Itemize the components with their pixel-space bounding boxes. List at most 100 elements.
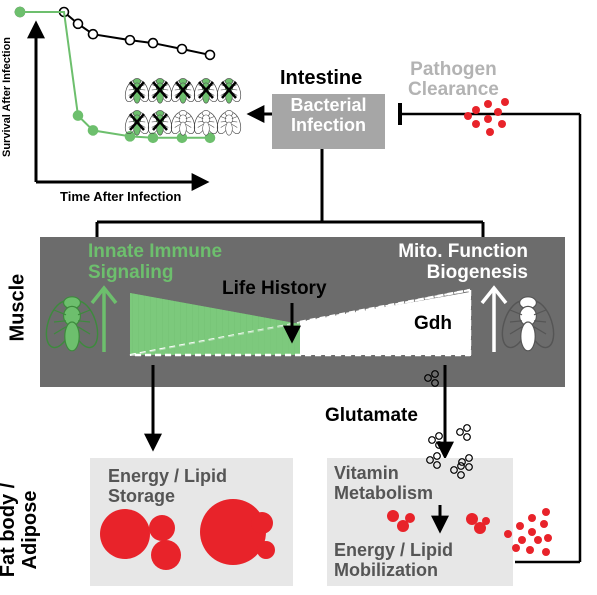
glutamate-molecule — [465, 454, 473, 462]
muscle-label: Muscle — [6, 273, 29, 342]
cross-mark-icon — [198, 81, 214, 99]
fly-leg — [208, 116, 215, 119]
series-point — [176, 43, 188, 55]
fly-body — [216, 110, 242, 136]
cross-mark-icon — [129, 113, 145, 131]
fly-grid — [124, 78, 242, 136]
glutamate-molecule — [450, 466, 458, 474]
series-point — [204, 132, 216, 144]
bacterium — [518, 536, 526, 544]
fly-leg — [220, 116, 227, 119]
glutamate-molecule-icon — [424, 370, 473, 479]
series-point — [124, 34, 136, 46]
fly-leg — [208, 89, 215, 91]
overlap-fill — [130, 322, 300, 355]
fly-body — [501, 296, 555, 352]
fly-leg — [139, 89, 146, 91]
fly-abdomen — [179, 121, 187, 136]
fly-leg — [185, 121, 192, 123]
fly-leg — [208, 121, 215, 123]
fly-icon — [45, 296, 99, 352]
fly-leg — [77, 320, 91, 323]
series-point — [87, 125, 99, 136]
bacterium — [484, 115, 492, 123]
fly-leg — [162, 121, 169, 123]
series-point — [124, 131, 136, 142]
fly-leg — [162, 89, 169, 91]
glutamate-molecule — [424, 374, 432, 382]
fly-leg — [231, 116, 238, 119]
small-lipid-cluster — [387, 510, 490, 534]
survival-series — [14, 6, 216, 144]
bacterium — [484, 100, 492, 108]
lipid-droplet-icon — [100, 499, 275, 570]
fat-body-label: Fat body / Adipose — [0, 483, 41, 578]
bacterium — [544, 534, 552, 542]
fly-leg — [151, 89, 158, 91]
bacterium — [512, 544, 520, 552]
life-history-label: Life History — [222, 278, 327, 299]
green-up-arrow — [90, 285, 118, 352]
pathogen-clearance-label: Pathogen Clearance — [408, 59, 499, 100]
fly-leg — [231, 89, 238, 91]
fly-abdomen — [202, 121, 210, 136]
bacterium — [542, 508, 550, 516]
vitamin-metabolism-label: Vitamin Metabolism — [334, 463, 434, 503]
bacterium — [542, 548, 550, 556]
fly-leg — [174, 116, 181, 119]
glutamate-molecule — [463, 424, 471, 432]
glutamate-molecule — [431, 379, 439, 387]
fly-leg — [533, 326, 547, 335]
bacterium — [494, 108, 502, 116]
fly-leg — [197, 116, 204, 119]
glutamate-molecule — [431, 370, 439, 378]
triangle-dashed-hyp — [299, 288, 471, 324]
fly-leg — [533, 320, 547, 323]
energy-mobilization-label: Energy / Lipid Mobilization — [334, 540, 454, 580]
fly-leg — [220, 121, 227, 123]
glutamate-molecule — [433, 452, 441, 460]
fly-leg — [509, 326, 523, 335]
white-up-arrow — [480, 285, 508, 352]
fly-leg — [174, 121, 181, 123]
fly-abdomen — [64, 321, 80, 352]
fly-leg — [220, 123, 227, 128]
fly-abdomen — [520, 321, 536, 352]
fly-leg — [77, 309, 91, 316]
glutamate-molecule — [458, 458, 466, 466]
fly-leg — [128, 89, 135, 91]
glutamate-molecule — [435, 441, 443, 449]
fly-icon — [170, 78, 196, 104]
fly-leg — [53, 320, 67, 323]
intestine-label: Intestine — [280, 67, 363, 89]
series-point — [72, 18, 84, 30]
series-point — [14, 6, 26, 18]
muscle-panel — [40, 237, 565, 387]
bacterium — [501, 98, 509, 106]
mito-function-label: Mito. Function Biogenesis — [398, 241, 528, 283]
vitamin-mobilization-box — [327, 458, 513, 586]
survival-ylabel: Survival After Infection — [1, 36, 13, 157]
fly-leg — [185, 123, 192, 128]
series-point — [72, 110, 84, 121]
cross-mark-icon — [129, 81, 145, 99]
glutamate-molecule — [456, 428, 464, 436]
bacterial-infection-label: Bacterial Infection — [290, 95, 367, 135]
fly-leg — [139, 121, 146, 123]
survival-chart — [14, 6, 216, 191]
bacterium — [528, 514, 536, 522]
bacterium — [526, 546, 534, 554]
cross-mark-icon — [175, 81, 191, 99]
fly-leg — [185, 116, 192, 119]
bacterium — [504, 530, 512, 538]
fly-leg — [231, 121, 238, 123]
bacteria-cluster-icon — [504, 508, 552, 556]
fly-leg — [231, 123, 238, 128]
cross-mark-icon — [221, 81, 237, 99]
fly-leg — [208, 123, 215, 128]
glutamate-label: Glutamate — [325, 405, 418, 426]
fly-leg — [53, 309, 67, 316]
bacterium — [498, 120, 506, 128]
fly-leg — [509, 309, 523, 316]
